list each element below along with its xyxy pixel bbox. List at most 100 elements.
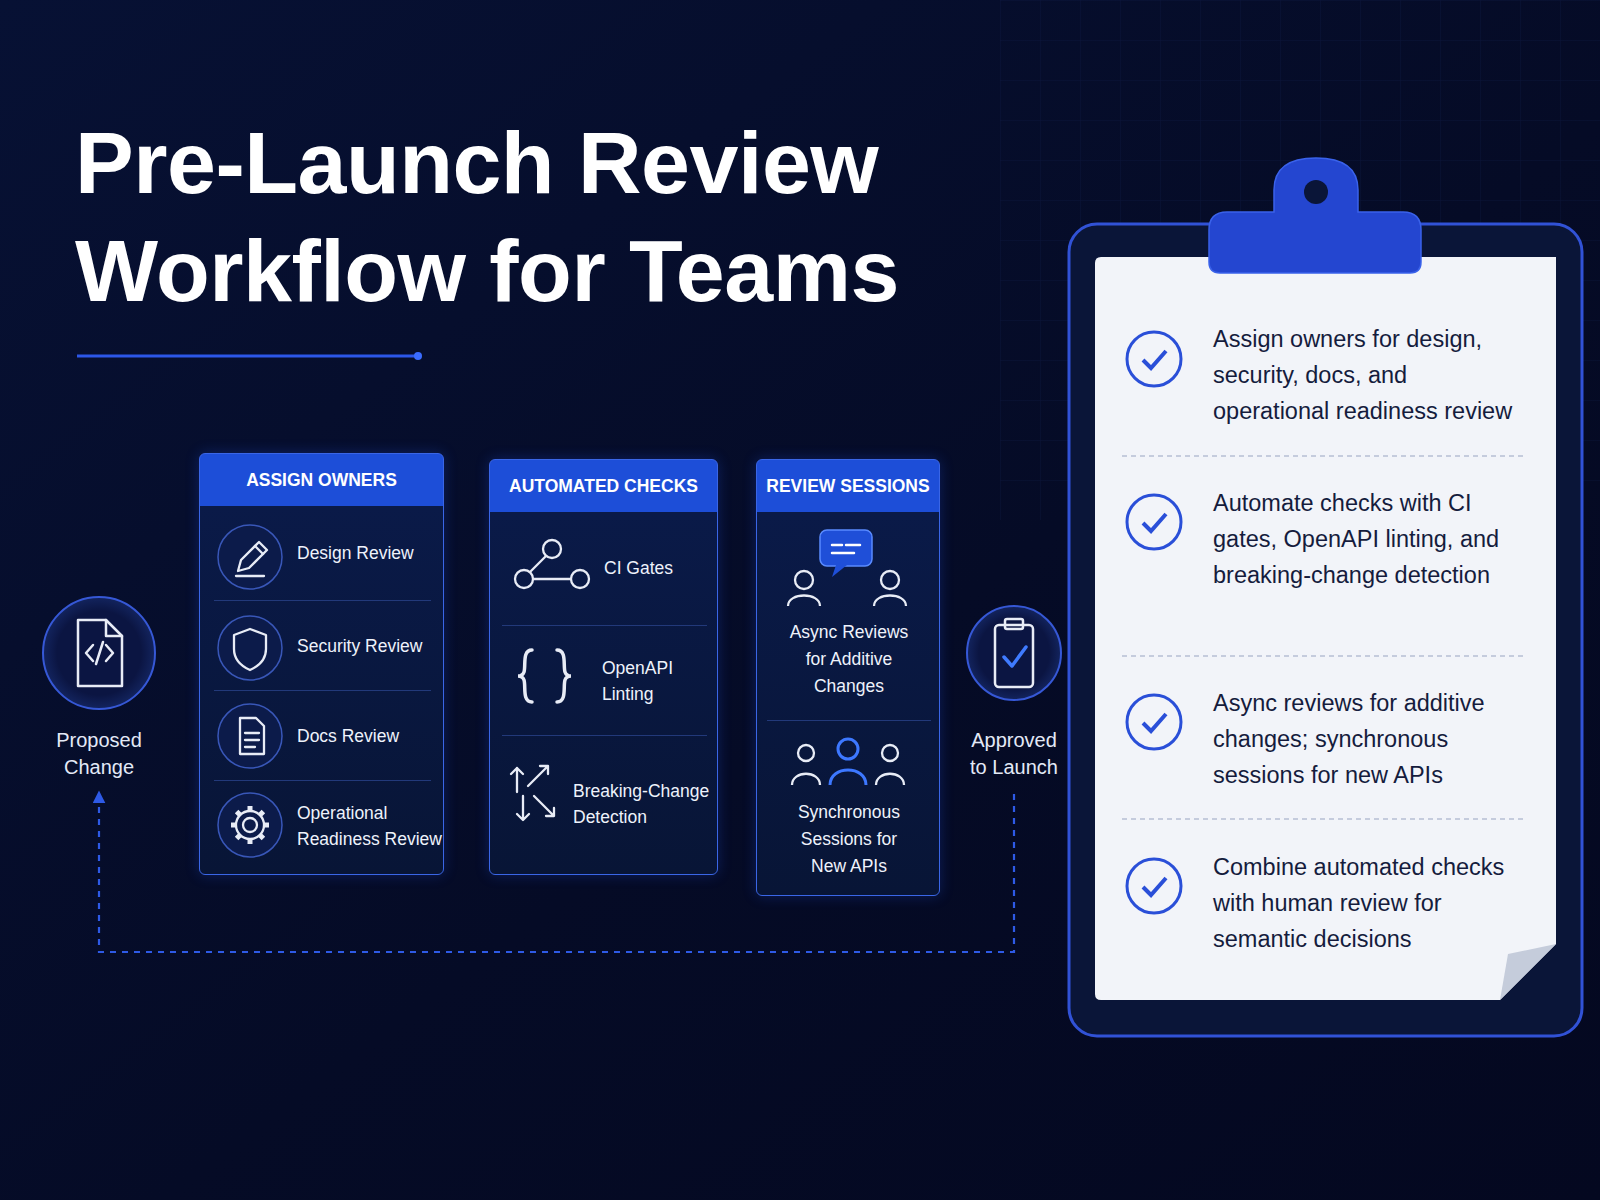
check-icon <box>1127 859 1181 913</box>
row-label: Security Review <box>297 633 447 659</box>
session-row: Async Reviews for Additive Changes <box>767 511 931 721</box>
sync-session-icon <box>830 770 866 785</box>
stage-panel: AUTOMATED CHECKSCI GatesOpenAPI LintingB… <box>489 459 718 875</box>
check-row: OpenAPI Linting <box>502 626 707 736</box>
checklist-item: Combine automated checks with human revi… <box>1213 849 1525 957</box>
pencil-icon <box>236 542 267 576</box>
approved-clipboard-icon <box>995 619 1033 687</box>
feedback-loop <box>99 793 1014 952</box>
node-label: Approved to Launch <box>962 727 1066 781</box>
document-icon <box>240 718 264 754</box>
clipboard-shape <box>1069 224 1582 1036</box>
diagram-title: Pre-Launch Review Workflow for Teams <box>75 109 975 325</box>
shield-icon <box>234 629 266 670</box>
flow-arrow <box>160 651 196 656</box>
gear-icon <box>243 818 257 832</box>
icon-circle <box>218 616 282 680</box>
pipeline-icon <box>533 578 571 580</box>
panel-heading: REVIEW SESSIONS <box>757 460 939 512</box>
breaking-change-icon <box>534 796 554 816</box>
breaking-change-icon <box>511 768 523 792</box>
row-label: Operational Readiness Review <box>297 800 447 852</box>
icon-circle <box>218 525 282 589</box>
check-icon <box>1127 495 1181 549</box>
title-underline <box>414 352 422 360</box>
async-review-icon <box>881 571 899 589</box>
shield-icon <box>234 629 266 670</box>
owner-row: Design Review <box>214 506 431 601</box>
check-icon <box>1143 714 1166 731</box>
row-label: Design Review <box>297 540 447 566</box>
check-icon <box>1127 332 1181 386</box>
check-row: Breaking-Change Detection <box>502 736 707 871</box>
icon-circle <box>218 525 282 857</box>
async-review-icon <box>832 565 847 577</box>
gear-icon <box>236 811 264 839</box>
icon-circle <box>218 704 282 768</box>
checklist-clipboard: Assign owners for design, security, docs… <box>1069 160 1582 1036</box>
async-review-icon <box>874 596 906 607</box>
pipeline-icon <box>515 570 533 588</box>
title-underline <box>77 355 416 358</box>
clipboard-shape <box>1095 257 1556 1000</box>
checklist-item: Assign owners for design, security, docs… <box>1213 321 1525 429</box>
owner-row: Security Review <box>214 601 431 691</box>
pencil-icon <box>236 575 264 577</box>
sync-session-icon <box>792 739 904 785</box>
node-circle <box>967 606 1061 700</box>
pencil-icon <box>238 542 267 571</box>
async-review-icon <box>788 571 906 606</box>
owner-row: Docs Review <box>214 691 431 781</box>
approved-clipboard-icon <box>1005 619 1023 629</box>
checklist-divider <box>1122 655 1527 657</box>
async-review-icon <box>795 571 813 589</box>
approved-clipboard-icon <box>1004 647 1026 666</box>
approved-clipboard-icon <box>995 625 1033 687</box>
pipeline-icon <box>530 556 546 572</box>
gear-icon <box>231 806 269 844</box>
breaking-change-icon <box>511 766 554 820</box>
gear-icon <box>231 806 269 844</box>
pipeline-icon <box>571 570 589 588</box>
document-icon <box>240 718 264 754</box>
sync-session-icon <box>798 745 814 761</box>
breaking-change-icon <box>528 766 548 786</box>
braces-icon <box>518 650 532 702</box>
owner-row: Operational Readiness Review <box>214 781 431 871</box>
check-icon <box>1143 351 1166 368</box>
async-review-icon <box>788 596 820 607</box>
code-file-icon <box>106 620 122 636</box>
clipboard-shape <box>1209 158 1421 273</box>
check-row: CI Gates <box>502 511 707 626</box>
row-label: OpenAPI Linting <box>602 655 697 707</box>
row-label: Breaking-Change Detection <box>573 778 715 830</box>
title-underline <box>77 352 422 360</box>
node-label: Proposed Change <box>40 727 158 781</box>
async-review-icon <box>832 545 860 553</box>
checklist-divider <box>1122 455 1527 457</box>
code-file-icon <box>96 642 103 664</box>
row-label: Async Reviews for Additive Changes <box>784 619 914 700</box>
check-icon <box>1143 878 1166 895</box>
pipeline-icon <box>515 540 589 588</box>
connector-layer <box>99 653 1014 952</box>
code-file-icon <box>86 645 93 661</box>
clipboard-shape <box>1069 158 1582 1036</box>
code-file-icon <box>78 620 122 686</box>
icon-circle <box>218 793 282 857</box>
stage-panel: REVIEW SESSIONS Async Reviews for Additiv… <box>756 459 940 896</box>
braces-icon <box>518 650 571 702</box>
checklist-divider <box>1122 456 1527 819</box>
checklist-divider <box>1122 818 1527 820</box>
code-file-icon <box>106 645 113 661</box>
checklist-item: Async reviews for additive changes; sync… <box>1213 685 1525 793</box>
sync-session-icon <box>792 774 820 785</box>
flow-arrow <box>446 651 486 656</box>
panel-heading: ASSIGN OWNERS <box>200 454 443 506</box>
pipeline-icon <box>543 540 561 558</box>
row-label: CI Gates <box>604 555 699 581</box>
clipboard-shape <box>1500 944 1556 1000</box>
sync-session-icon <box>882 745 898 761</box>
